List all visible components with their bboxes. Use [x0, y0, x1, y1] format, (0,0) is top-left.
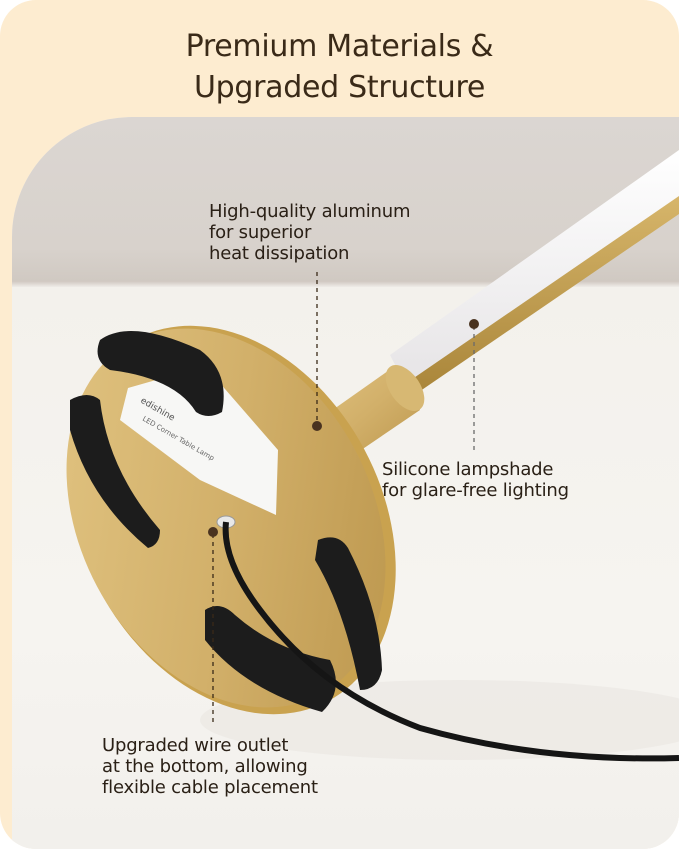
callout-lampshade: Silicone lampshade for glare-free lighti…	[382, 459, 569, 501]
callout-wire-line-2: at the bottom, allowing	[102, 756, 308, 777]
callout-aluminum-line-2: for superior	[209, 222, 312, 243]
callout-lampshade-line-2: for glare-free lighting	[382, 480, 569, 501]
callout-wire-line-3: flexible cable placement	[102, 777, 318, 798]
title-line-1: Premium Materials &	[185, 29, 494, 64]
callout-aluminum: High-quality aluminum for superior heat …	[209, 201, 410, 264]
foam-pad-top	[97, 331, 224, 416]
callout-aluminum-line-3: heat dissipation	[209, 243, 350, 264]
product-photo: edishine LED Corner Table Lamp	[12, 117, 679, 849]
callout-leaders	[208, 272, 479, 722]
foam-pad-bottom	[205, 606, 336, 712]
callout-aluminum-line-1: High-quality aluminum	[209, 201, 411, 222]
desk-edge	[12, 281, 679, 287]
lamp-illustration: edishine LED Corner Table Lamp	[66, 150, 679, 762]
callout-wire-outlet: Upgraded wire outlet at the bottom, allo…	[102, 735, 318, 798]
foam-pad-right	[315, 537, 382, 690]
callout-wire-line-1: Upgraded wire outlet	[102, 735, 289, 756]
product-sticker	[120, 366, 278, 515]
foam-pad-left	[70, 395, 160, 548]
callout-lampshade-line-1: Silicone lampshade	[382, 459, 554, 480]
marker-dot-aluminum	[312, 421, 322, 431]
marker-dot-lampshade	[469, 319, 479, 329]
marker-dot-wire-outlet	[208, 527, 218, 537]
title-line-2: Upgraded Structure	[194, 70, 485, 105]
power-cable	[222, 521, 679, 762]
page-title: Premium Materials & Upgraded Structure	[0, 26, 679, 108]
